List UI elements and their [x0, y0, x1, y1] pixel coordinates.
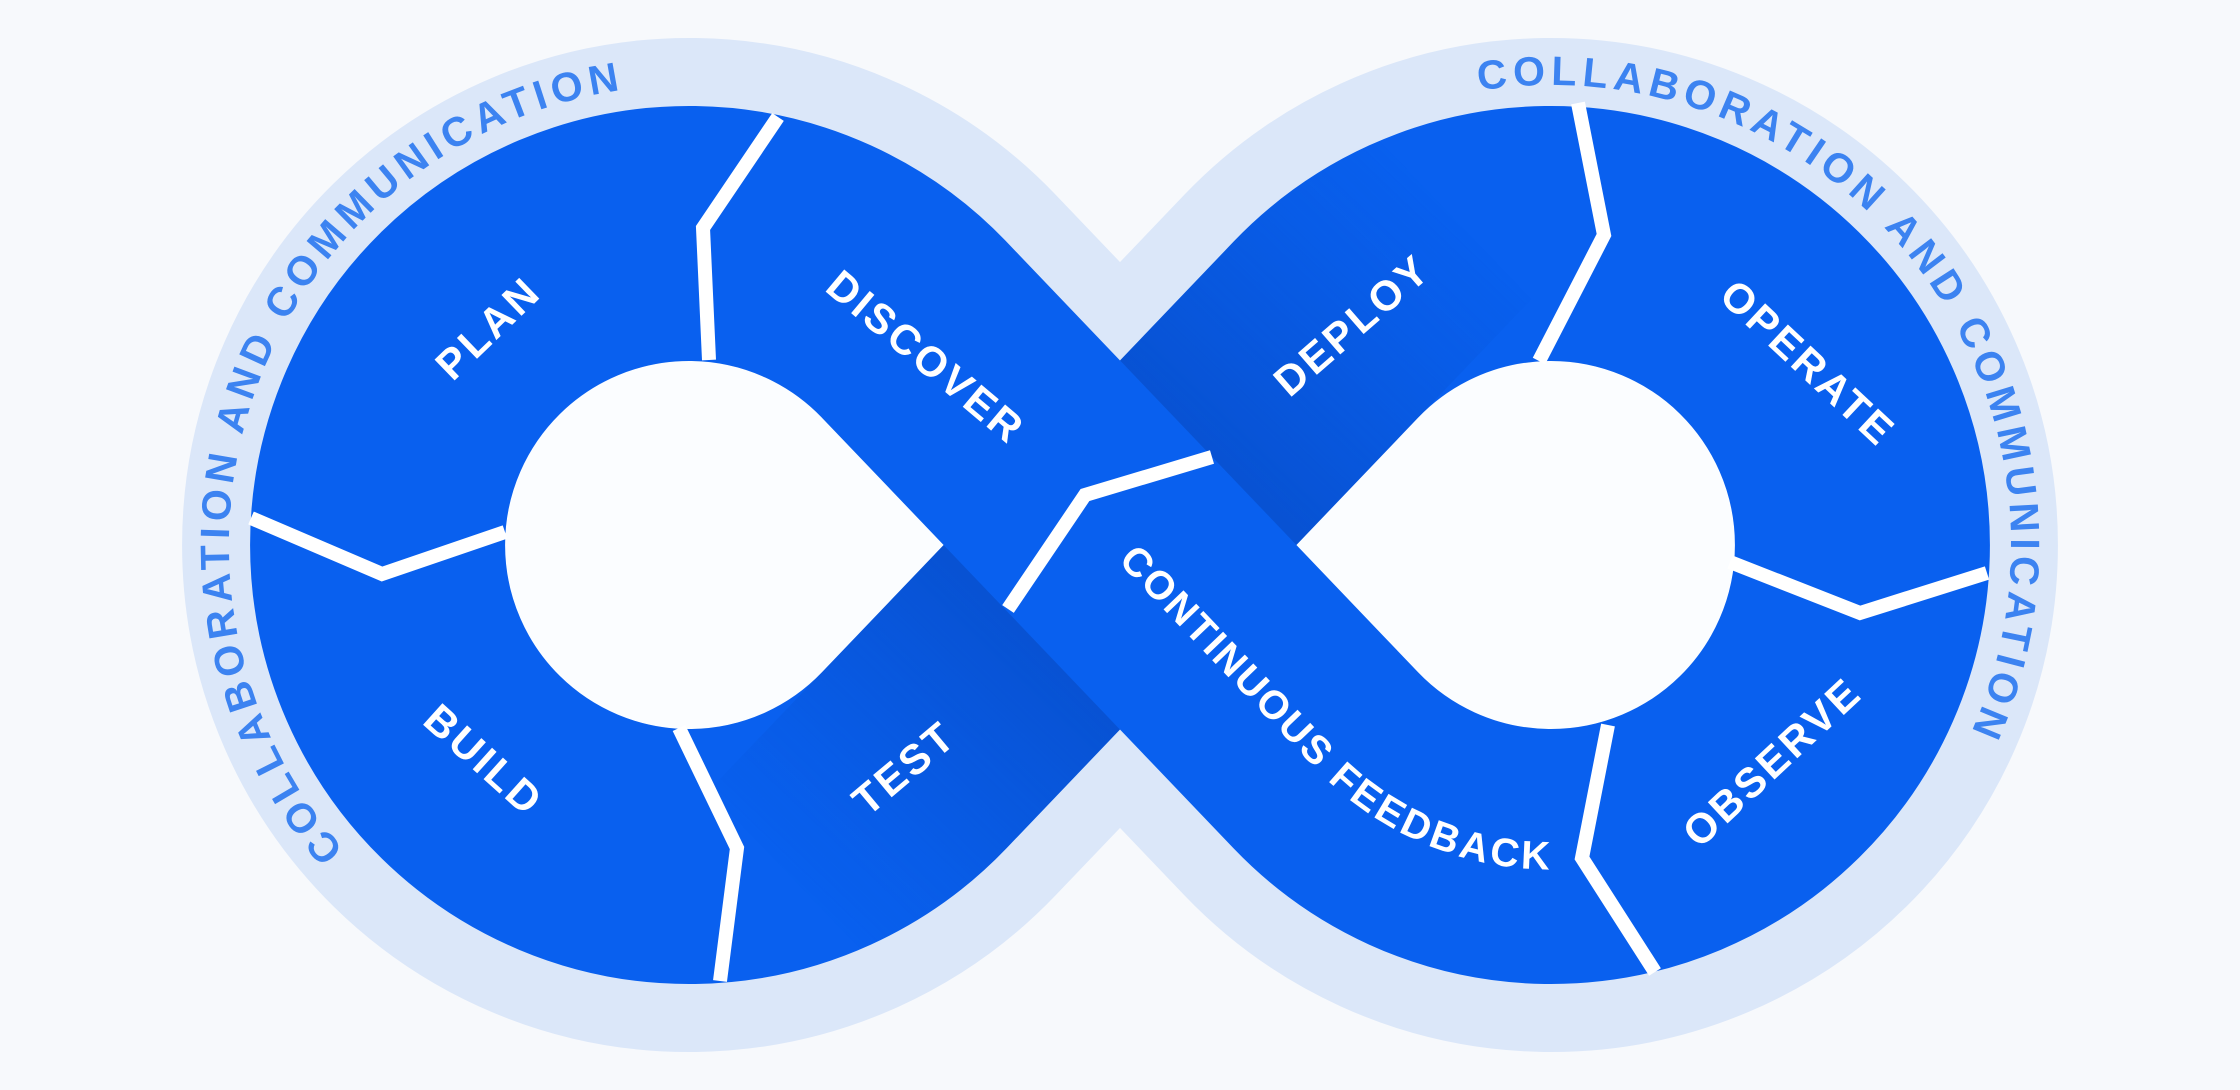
divider-plan-discover — [695, 113, 784, 361]
crossing-shading — [708, 114, 1532, 976]
deploy-under-shade — [1120, 114, 1532, 545]
divider-build-test — [672, 724, 745, 982]
test-under-shade — [708, 545, 1120, 976]
right-loop-hole — [1296, 361, 1735, 729]
divider-plan-build — [248, 511, 508, 582]
segment-dividers — [248, 101, 1990, 982]
divider-feedback-observe — [1574, 723, 1661, 976]
divider-operate-observe — [1727, 555, 1990, 621]
left-loop-hole — [505, 361, 944, 729]
divider-discover-feedback — [1002, 450, 1215, 613]
divider-deploy-operate — [1532, 101, 1612, 365]
